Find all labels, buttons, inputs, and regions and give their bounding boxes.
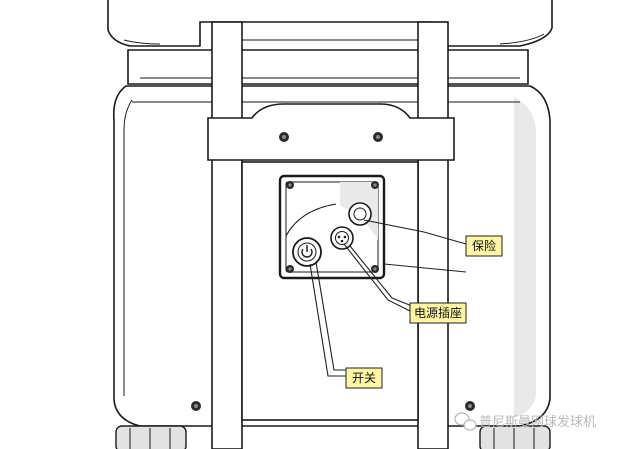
bracket-screw-right (373, 132, 383, 142)
machine-top-lid (107, 0, 553, 47)
leader-power-socket-2 (349, 245, 413, 307)
control-panel (278, 174, 386, 280)
panel-screw-tr (371, 181, 379, 189)
body-screw-left (191, 401, 201, 411)
callout-switch-label: 开关 (352, 371, 376, 385)
callout-power-socket-label: 电源插座 (414, 305, 462, 320)
body-screw-right (465, 401, 475, 411)
callout-fuse-label: 保险 (472, 238, 496, 253)
handle-bracket (207, 103, 455, 161)
power-symbol-icon (301, 245, 313, 258)
leader-lines (309, 219, 467, 377)
callout-fuse: 保险 (465, 235, 503, 257)
wechat-icon (454, 412, 477, 431)
wheel-left (115, 425, 187, 449)
panel-screw-tl (286, 181, 294, 189)
wheel-right (479, 425, 551, 449)
watermark-text: 普尼斯曼网球发球机 (479, 414, 596, 430)
bracket-screw-left (279, 132, 289, 142)
trolley-handle (211, 21, 449, 449)
power-socket[interactable] (330, 226, 354, 250)
panel-screw-bl (286, 265, 294, 273)
panel-screw-br (371, 265, 379, 273)
leader-fuse-body (383, 263, 467, 273)
power-switch[interactable] (292, 237, 322, 267)
leader-switch-2 (315, 261, 346, 371)
leader-fuse (363, 219, 467, 245)
machine-upper-band (127, 49, 529, 85)
fuse-holder[interactable] (348, 202, 372, 226)
callout-switch: 开关 (345, 367, 383, 389)
callout-power-socket: 电源插座 (409, 302, 467, 324)
leader-power-socket (343, 243, 413, 313)
leader-switch (309, 263, 346, 377)
watermark: 普尼斯曼网球发球机 (454, 412, 596, 431)
